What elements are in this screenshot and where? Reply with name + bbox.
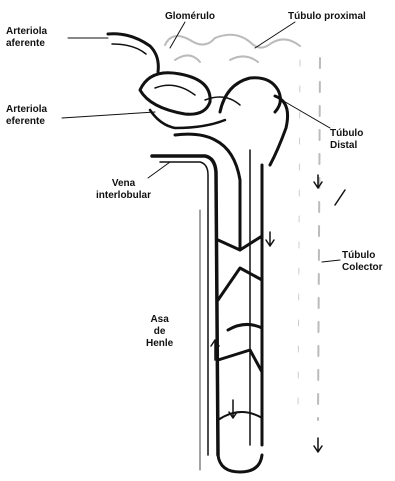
label-arteriola-aferente: Arteriola aferente: [6, 26, 47, 50]
label-tubulo-colector: Túbulo Colector: [342, 250, 383, 274]
label-vena-interlobular: Vena interlobular: [96, 178, 151, 202]
afferent-arteriole-outline: [112, 44, 146, 54]
proximal-tubule: [165, 35, 300, 62]
label-asa-de-henle: Asa de Henle: [146, 314, 173, 350]
collecting-duct: [318, 58, 320, 420]
label-tubulo-proximal: Túbulo proximal: [288, 11, 366, 23]
distal-loop: [220, 78, 280, 112]
glomerulus-inner: [155, 85, 195, 95]
label-glomerulo: Glomérulo: [165, 11, 215, 23]
label-tubulo-distal: Túbulo Distal: [330, 128, 363, 152]
leader-vena-interlobular: [148, 162, 170, 178]
leader-arteriola-eferente: [62, 112, 155, 118]
leader-tubulo-colector: [322, 260, 340, 262]
leader-glomerulo: [170, 22, 185, 48]
leader-tubulo-distal: [275, 96, 330, 128]
label-arteriola-eferente: Arteriola eferente: [6, 104, 47, 128]
afferent-arteriole: [108, 34, 158, 72]
glomerulus: [140, 73, 210, 115]
leader-tubulo-proximal: [255, 22, 295, 48]
